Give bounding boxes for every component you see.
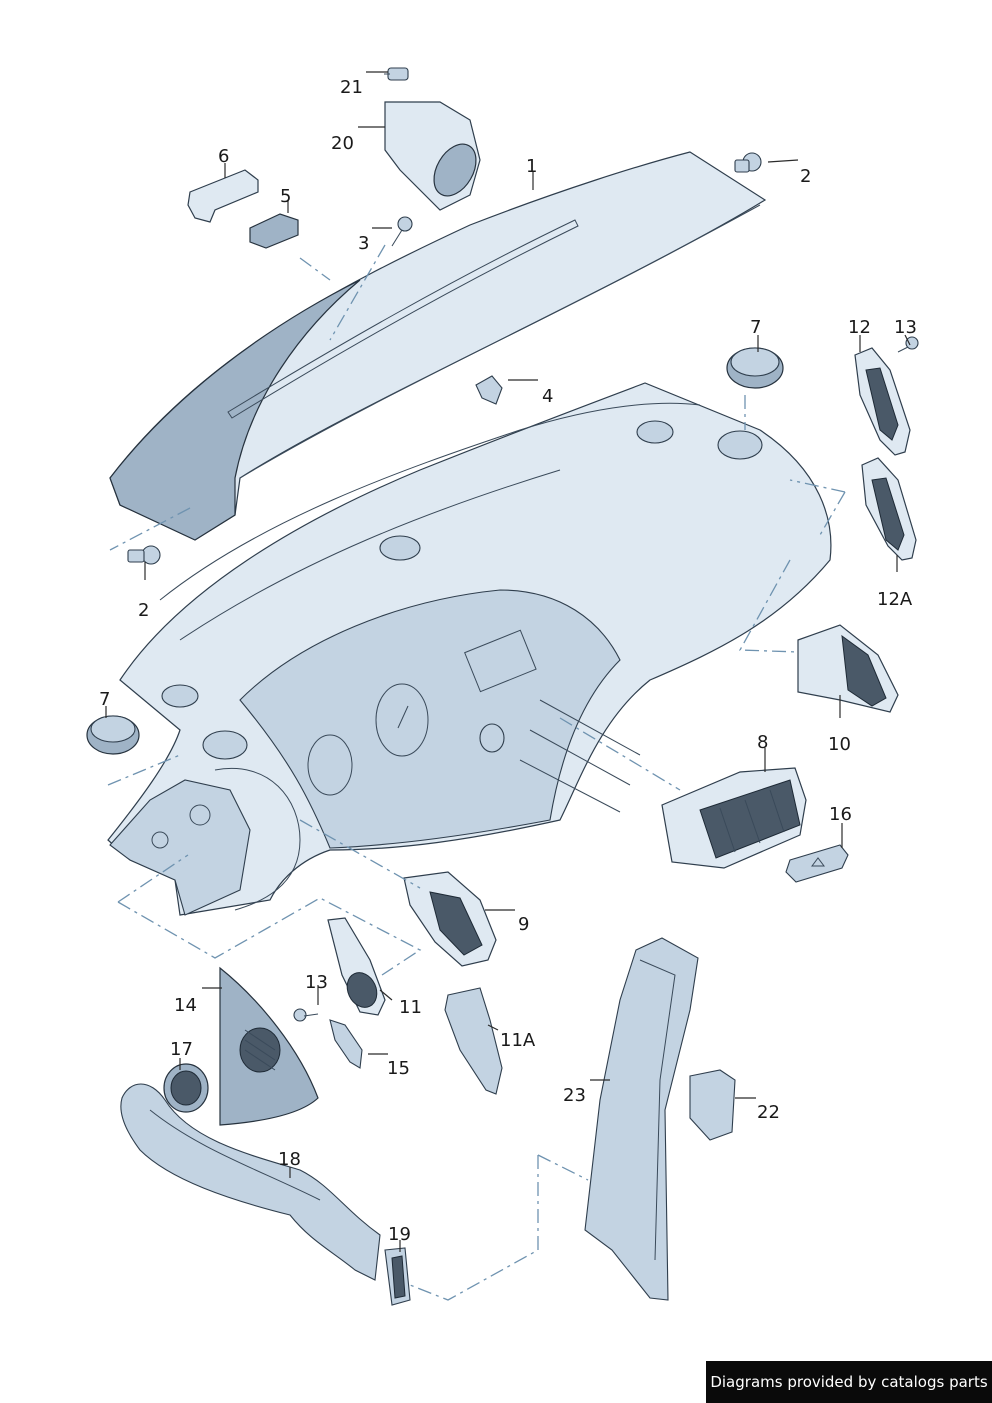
credit-banner: Diagrams provided by catalogs parts bbox=[706, 1361, 992, 1403]
callout-23: 23 bbox=[563, 1085, 586, 1106]
part-5-clip bbox=[249, 213, 299, 249]
callout-8: 8 bbox=[757, 732, 768, 753]
part-18-air-duct bbox=[120, 1083, 381, 1281]
assembly-dashed-lines bbox=[107, 244, 846, 1301]
callout-6: 6 bbox=[218, 146, 229, 167]
callout-2-top: 2 bbox=[800, 166, 811, 187]
callout-1: 1 bbox=[526, 156, 537, 177]
callout-3: 3 bbox=[358, 233, 369, 254]
callout-5: 5 bbox=[280, 186, 291, 207]
part-6-bracket bbox=[187, 169, 259, 223]
callout-13-top: 13 bbox=[894, 317, 917, 338]
part-22-clip bbox=[689, 1069, 736, 1141]
part-11-vent bbox=[327, 917, 386, 1016]
part-20-air-duct bbox=[384, 101, 481, 211]
callout-12: 12 bbox=[848, 317, 871, 338]
part-8-center-vent bbox=[661, 767, 807, 869]
callout-16: 16 bbox=[829, 804, 852, 825]
part-7-round-vent-right bbox=[726, 347, 784, 389]
callout-19: 19 bbox=[388, 1224, 411, 1245]
part-1-dash-top-cover bbox=[109, 151, 767, 541]
part-14-side-cover bbox=[219, 966, 319, 1126]
part-11a-cover bbox=[444, 987, 503, 1095]
part-19-small-vent bbox=[384, 1247, 411, 1306]
callout-22: 22 bbox=[757, 1102, 780, 1123]
callout-11: 11 bbox=[399, 997, 422, 1018]
dashboard-main-body bbox=[107, 382, 832, 916]
callout-4: 4 bbox=[542, 386, 553, 407]
part-4-clip bbox=[475, 375, 503, 405]
callout-10: 10 bbox=[828, 734, 851, 755]
part-17-round-vent bbox=[163, 1063, 209, 1113]
part-23-pillar-trim bbox=[584, 937, 699, 1301]
callout-11a: 11A bbox=[500, 1030, 536, 1051]
part-9-vent bbox=[403, 871, 497, 967]
part-3-screw bbox=[391, 216, 413, 247]
callout-21: 21 bbox=[340, 77, 363, 98]
part-10-side-vent bbox=[797, 624, 899, 713]
part-16-switch bbox=[785, 844, 849, 883]
callout-14: 14 bbox=[174, 995, 197, 1016]
callout-15: 15 bbox=[387, 1058, 410, 1079]
callout-12a: 12A bbox=[877, 589, 913, 610]
callout-13-bottom: 13 bbox=[305, 972, 328, 993]
part-15-clip bbox=[329, 1019, 363, 1069]
leader-lines bbox=[105, 71, 911, 1252]
part-2-screw-left bbox=[127, 545, 161, 565]
part-13-screw-bottom bbox=[293, 1008, 319, 1022]
callout-labels: 1 2 2 3 4 5 6 7 7 8 9 10 11 11A 12 12A 1… bbox=[99, 77, 917, 1245]
part-13-screw-top bbox=[897, 336, 919, 353]
part-12a-vent-frame bbox=[861, 457, 917, 561]
callout-18: 18 bbox=[278, 1149, 301, 1170]
callout-17: 17 bbox=[170, 1039, 193, 1060]
callout-9: 9 bbox=[518, 914, 529, 935]
callout-7-left: 7 bbox=[99, 689, 110, 710]
callout-2-left: 2 bbox=[138, 600, 149, 621]
callout-20: 20 bbox=[331, 133, 354, 154]
callout-7-right: 7 bbox=[750, 317, 761, 338]
part-2-screw-top bbox=[734, 152, 762, 173]
part-7-round-vent-left bbox=[86, 715, 140, 755]
part-21-screw bbox=[384, 67, 409, 81]
part-12-vent-frame bbox=[854, 347, 911, 456]
